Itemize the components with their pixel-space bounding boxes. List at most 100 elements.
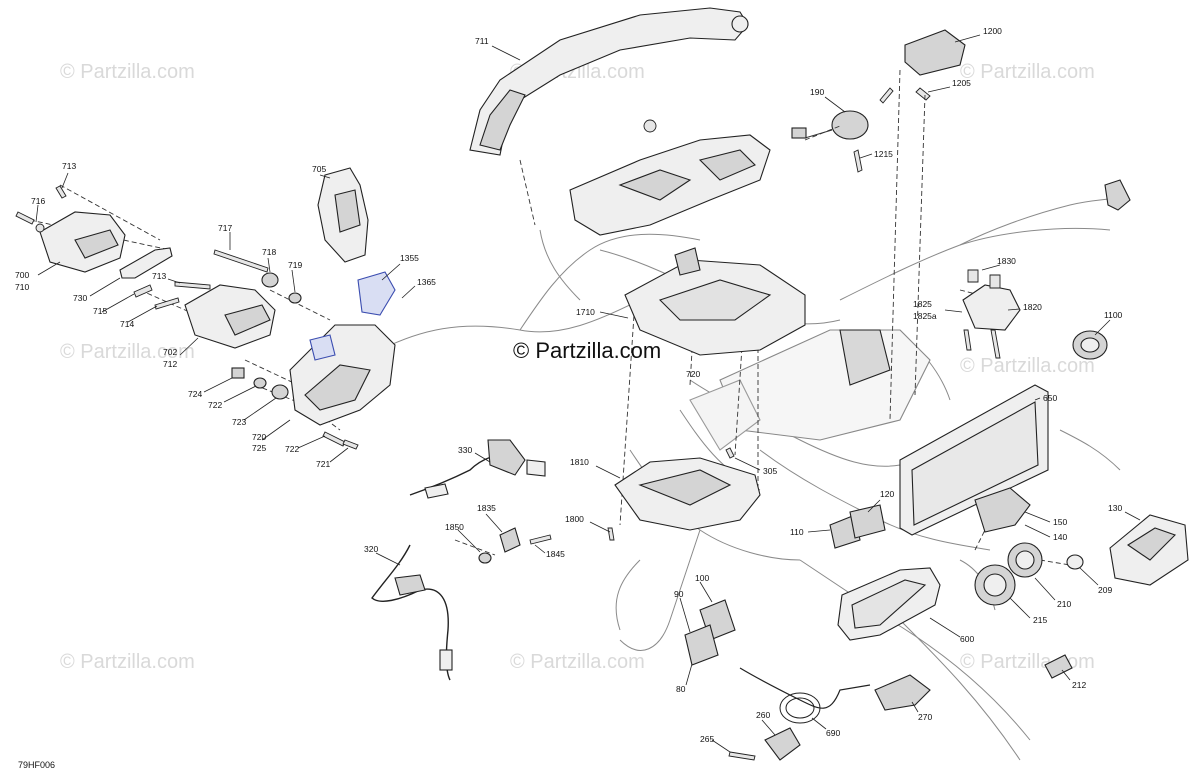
watermark: © Partzilla.com (60, 341, 195, 363)
part-718-719-washers (261, 272, 302, 304)
diagram-code: 79HF006 (18, 760, 55, 770)
label-80: 80 (676, 684, 686, 694)
watermark: © Partzilla.com (960, 61, 1095, 83)
frame-area (689, 329, 931, 451)
label-100: 100 (695, 573, 709, 583)
label-215: 215 (1033, 615, 1047, 625)
watermark: © Partzilla.com (960, 355, 1095, 377)
part-720-mount (289, 271, 396, 426)
part-705-bracket (317, 167, 369, 263)
part-724-723-hardware (231, 367, 359, 450)
part-130-control (1109, 514, 1189, 586)
label-724: 724 (188, 389, 202, 399)
label-720b: 720 (686, 369, 700, 379)
label-722b: 722 (285, 444, 299, 454)
part-600-gauge (837, 567, 941, 641)
label-723: 723 (232, 417, 246, 427)
part-715-714-fasteners (133, 281, 211, 310)
label-210: 210 (1057, 599, 1071, 609)
part-labels: 711 1200 1205 190 1215 713 716 705 717 7… (15, 26, 1123, 744)
part-270-switch (874, 674, 931, 711)
label-1845: 1845 (546, 549, 565, 559)
center-watermark: © Partzilla.com (513, 338, 661, 363)
label-719: 719 (288, 260, 302, 270)
part-730-bracket (119, 247, 173, 279)
label-720: 720 (252, 432, 266, 442)
part-700-ecu (15, 185, 126, 273)
label-714: 714 (120, 319, 134, 329)
part-150-switches (974, 487, 1031, 533)
part-1835-sensor (478, 527, 552, 564)
part-1100-outlet (1072, 330, 1108, 360)
label-1825a: 1825a (913, 311, 937, 321)
watermark: © Partzilla.com (960, 651, 1095, 673)
label-305: 305 (763, 466, 777, 476)
part-110-120-switches (829, 504, 886, 549)
label-1810: 1810 (570, 457, 589, 467)
part-260-switch (728, 727, 801, 761)
label-1200: 1200 (983, 26, 1002, 36)
label-150: 150 (1053, 517, 1067, 527)
upper-bracket-assembly (569, 119, 771, 236)
watermark: © Partzilla.com (60, 651, 195, 673)
label-1825: 1825 (913, 299, 932, 309)
part-1810-ecu (607, 447, 761, 541)
part-690-cable (739, 667, 871, 724)
label-1355: 1355 (400, 253, 419, 263)
label-130: 130 (1108, 503, 1122, 513)
label-718: 718 (262, 247, 276, 257)
label-702: 702 (163, 347, 177, 357)
label-140: 140 (1053, 532, 1067, 542)
label-190: 190 (810, 87, 824, 97)
label-600: 600 (960, 634, 974, 644)
label-1835: 1835 (477, 503, 496, 513)
part-717-bolt (213, 249, 269, 273)
watermark: © Partzilla.com (60, 61, 195, 83)
label-1365: 1365 (417, 277, 436, 287)
label-1830: 1830 (997, 256, 1016, 266)
label-690: 690 (826, 728, 840, 738)
part-190-sensor (791, 110, 869, 173)
watermark: © Partzilla.com (510, 651, 645, 673)
label-722: 722 (208, 400, 222, 410)
label-710: 710 (15, 282, 29, 292)
watermarks: © Partzilla.com © Partzilla.com © Partzi… (60, 61, 1095, 673)
part-711-beam (469, 7, 749, 156)
label-1850: 1850 (445, 522, 464, 532)
part-1710-tray (624, 247, 806, 356)
leader-lines (35, 34, 1141, 753)
label-1820: 1820 (1023, 302, 1042, 312)
part-650-display (899, 384, 1049, 536)
label-209: 209 (1098, 585, 1112, 595)
label-700: 700 (15, 270, 29, 280)
label-716: 716 (31, 196, 45, 206)
part-330-harness (409, 439, 546, 499)
label-721: 721 (316, 459, 330, 469)
part-80-90-100-switches (684, 599, 736, 666)
label-1710: 1710 (576, 307, 595, 317)
part-702-ecu (184, 284, 276, 349)
label-730: 730 (73, 293, 87, 303)
label-717: 717 (218, 223, 232, 233)
part-connector-top-right (1104, 179, 1131, 211)
label-1800: 1800 (565, 514, 584, 524)
label-265: 265 (700, 734, 714, 744)
part-320-sensor (371, 544, 453, 681)
label-1100: 1100 (1104, 310, 1123, 320)
label-270: 270 (918, 712, 932, 722)
label-1215: 1215 (874, 149, 893, 159)
label-212: 212 (1072, 680, 1086, 690)
label-260: 260 (756, 710, 770, 720)
label-705: 705 (312, 164, 326, 174)
label-712: 712 (163, 359, 177, 369)
label-725: 725 (252, 443, 266, 453)
part-212-plug (1044, 654, 1073, 679)
label-713b: 713 (152, 271, 166, 281)
label-330: 330 (458, 445, 472, 455)
label-711: 711 (475, 36, 489, 46)
part-1200-relay (879, 29, 966, 104)
part-1820-module (962, 269, 1021, 359)
label-90: 90 (674, 589, 684, 599)
label-110: 110 (790, 527, 804, 537)
